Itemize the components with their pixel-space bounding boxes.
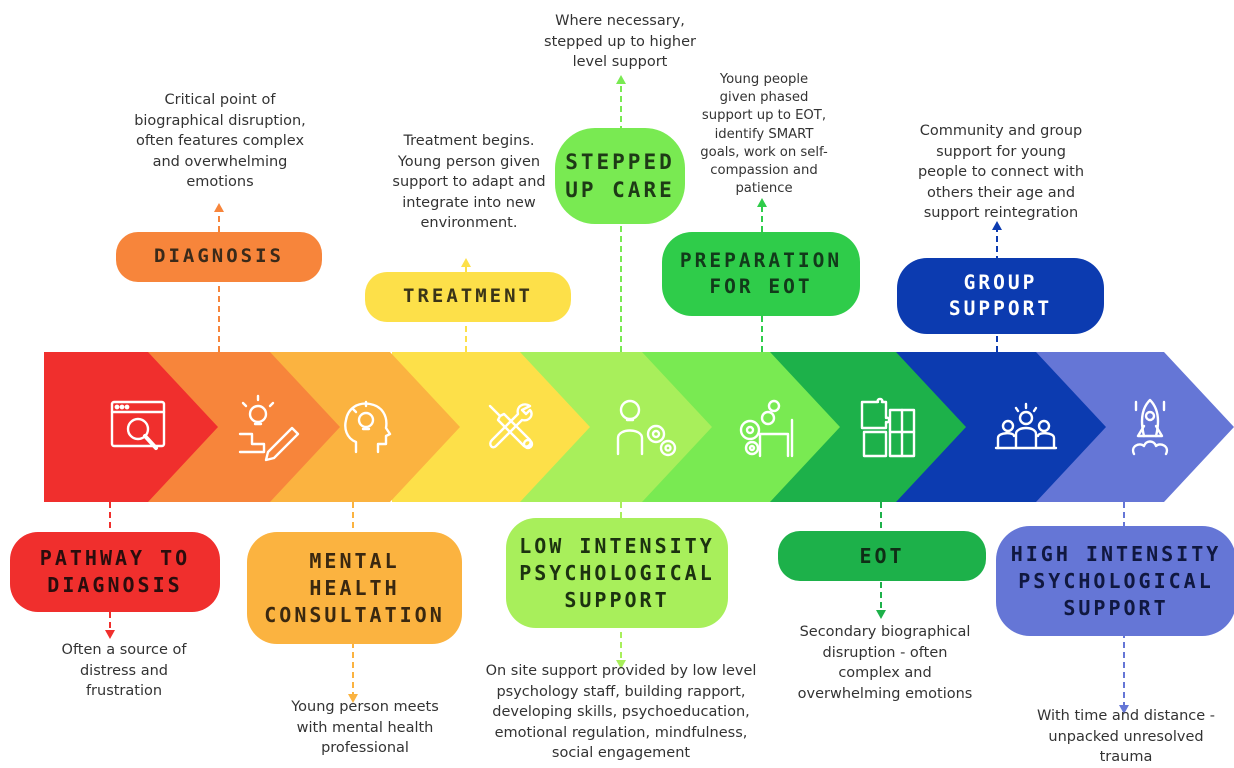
connector-arrowhead-low — [616, 660, 626, 669]
stage-pill-diagnosis: DIAGNOSIS — [116, 232, 322, 282]
people-group-icon — [994, 402, 1058, 450]
puzzle-icon — [860, 397, 916, 458]
note-diagnosis: Critical point of biographical disruptio… — [134, 92, 306, 191]
idea-pencil-icon — [238, 394, 300, 462]
connector-arrowhead-pathway — [105, 630, 115, 639]
connector-arrowhead-treatment — [461, 258, 471, 267]
note-pathway-to-diagnosis: Often a source of distress and frustrati… — [61, 642, 187, 700]
wrench-screwdriver-icon — [488, 403, 534, 450]
connector-arrowhead-group — [992, 221, 1002, 230]
browser-search-icon — [110, 400, 166, 450]
stage-pill-pathway-to-diagnosis: PATHWAY TO DIAGNOSIS — [10, 532, 220, 612]
band-segment-diagnosis — [140, 352, 340, 502]
stage-pill-mental-health-consultation: MENTAL HEALTH CONSULTATION — [247, 532, 462, 644]
note-low-intensity-support: On site support provided by low level ps… — [485, 663, 757, 762]
stage-pill-low-intensity-support: LOW INTENSITY PSYCHOLOGICAL SUPPORT — [506, 518, 728, 628]
rocket-icon — [1131, 398, 1169, 456]
band-segment-group — [893, 352, 1106, 502]
note-high-intensity-support: With time and distance - unpacked unreso… — [1036, 708, 1216, 766]
note-eot: Secondary biographical disruption - ofte… — [797, 624, 973, 702]
note-mental-health-consultation: Young person meets with mental health pr… — [291, 699, 439, 757]
note-treatment: Treatment begins. Young person given sup… — [392, 133, 546, 232]
connector-arrowhead-mental — [348, 694, 358, 703]
connector-arrowhead-diagnosis — [214, 203, 224, 212]
head-lightbulb-icon — [344, 400, 392, 454]
band-segment-high — [1034, 352, 1234, 502]
note-group-support: Community and group support for young pe… — [917, 123, 1085, 222]
gears-person-icon — [739, 399, 794, 458]
stage-icons — [110, 394, 1169, 462]
connector-arrowhead-high — [1119, 705, 1129, 714]
stage-pill-preparation-for-eot: PREPARATION FOR EOT — [662, 232, 860, 316]
band-segment-low — [520, 352, 712, 502]
note-stepped-up-care: Where necessary, stepped up to higher le… — [544, 13, 696, 71]
connector-arrowhead-prep — [757, 198, 767, 207]
stage-pill-stepped-up-care: STEPPED UP CARE — [555, 128, 685, 224]
band-segment-treatment — [392, 352, 590, 502]
connector-arrowhead-eot — [876, 610, 886, 619]
connector-arrowhead-stepped — [616, 75, 626, 84]
band-segment-pathway — [44, 352, 218, 502]
stage-pill-treatment: TREATMENT — [365, 272, 571, 322]
note-preparation-for-eot: Young people given phased support up to … — [700, 72, 828, 197]
stage-pill-high-intensity-support: HIGH INTENSITY PSYCHOLOGICAL SUPPORT — [996, 526, 1234, 636]
pathway-arrow-band — [44, 352, 1234, 502]
stage-pill-group-support: GROUP SUPPORT — [897, 258, 1104, 334]
stage-pill-eot: EOT — [778, 531, 986, 581]
person-gears-icon — [616, 399, 677, 457]
